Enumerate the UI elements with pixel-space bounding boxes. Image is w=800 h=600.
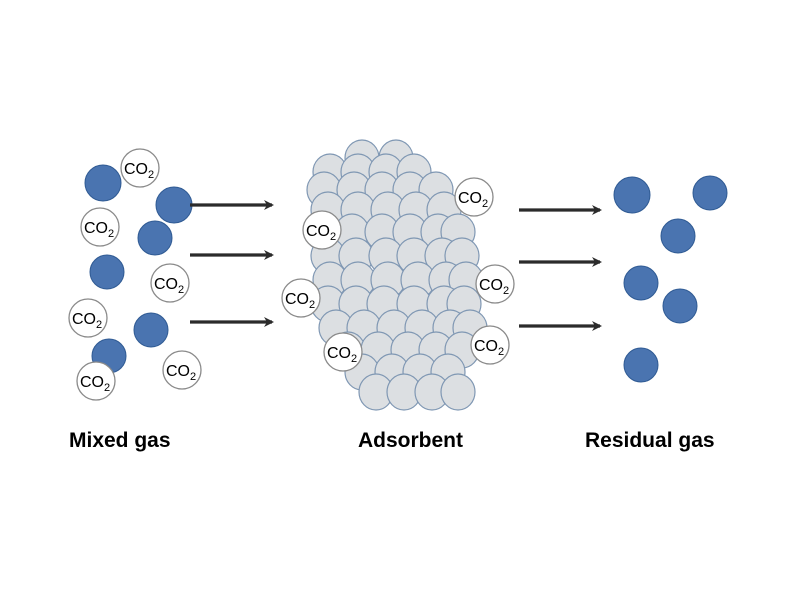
gas-molecule <box>660 218 696 254</box>
co2-subscript: 2 <box>503 285 509 297</box>
co2-text: CO <box>285 291 309 308</box>
co2-molecule: CO2 <box>454 177 494 217</box>
co2-molecule: CO2 <box>470 325 510 365</box>
gas-molecule <box>84 164 122 202</box>
co2-circle <box>323 332 363 372</box>
co2-label: CO2 <box>72 311 102 331</box>
co2-molecule: CO2 <box>76 361 116 401</box>
co2-text: CO <box>124 161 148 178</box>
co2-circle <box>281 278 321 318</box>
co2-circle <box>76 361 116 401</box>
co2-text: CO <box>479 277 503 294</box>
co2-subscript: 2 <box>190 371 196 383</box>
co2-molecule: CO2 <box>323 332 363 372</box>
co2-molecule: CO2 <box>162 350 202 390</box>
adsorbent-label: Adsorbent <box>358 429 463 452</box>
co2-label: CO2 <box>479 277 509 297</box>
co2-text: CO <box>80 374 104 391</box>
co2-label: CO2 <box>285 291 315 311</box>
co2-circle <box>150 263 190 303</box>
co2-subscript: 2 <box>96 319 102 331</box>
gas-molecule <box>133 312 169 348</box>
co2-label: CO2 <box>166 363 196 383</box>
co2-circle <box>454 177 494 217</box>
co2-text: CO <box>458 190 482 207</box>
co2-text: CO <box>474 338 498 355</box>
co2-molecule: CO2 <box>281 278 321 318</box>
co2-text: CO <box>72 311 96 328</box>
co2-subscript: 2 <box>482 198 488 210</box>
co2-molecule: CO2 <box>302 210 342 250</box>
co2-circle <box>80 207 120 247</box>
co2-circle <box>68 298 108 338</box>
gas-molecule <box>623 265 659 301</box>
co2-subscript: 2 <box>178 284 184 296</box>
mixed-gas-label: Mixed gas <box>69 429 171 452</box>
co2-molecule: CO2 <box>68 298 108 338</box>
co2-molecule: CO2 <box>120 148 160 188</box>
co2-label: CO2 <box>474 338 504 358</box>
gas-molecule <box>692 175 728 211</box>
co2-label: CO2 <box>306 223 336 243</box>
co2-label: CO2 <box>458 190 488 210</box>
co2-label: CO2 <box>124 161 154 181</box>
gas-molecule <box>155 186 193 224</box>
co2-text: CO <box>166 363 190 380</box>
co2-subscript: 2 <box>309 299 315 311</box>
co2-text: CO <box>84 220 108 237</box>
flow-arrows <box>190 200 602 331</box>
co2-circle <box>475 264 515 304</box>
co2-subscript: 2 <box>104 382 110 394</box>
co2-molecule: CO2 <box>80 207 120 247</box>
co2-subscript: 2 <box>148 169 154 181</box>
co2-molecule: CO2 <box>150 263 190 303</box>
residual-gas-label: Residual gas <box>585 429 715 452</box>
gas-molecule <box>662 288 698 324</box>
co2-molecule: CO2 <box>475 264 515 304</box>
co2-subscript: 2 <box>330 231 336 243</box>
co2-subscript: 2 <box>498 346 504 358</box>
co2-text: CO <box>306 223 330 240</box>
co2-circle <box>302 210 342 250</box>
co2-text: CO <box>154 276 178 293</box>
co2-text: CO <box>327 345 351 362</box>
co2-circle <box>120 148 160 188</box>
gas-molecule <box>137 220 173 256</box>
co2-label: CO2 <box>327 345 357 365</box>
gas-molecules <box>84 164 728 383</box>
co2-label: CO2 <box>84 220 114 240</box>
co2-label: CO2 <box>80 374 110 394</box>
adsorbent-cluster <box>304 139 488 411</box>
gas-molecule <box>89 254 125 290</box>
co2-circle <box>162 350 202 390</box>
co2-label: CO2 <box>154 276 184 296</box>
co2-subscript: 2 <box>351 353 357 365</box>
gas-molecule <box>623 347 659 383</box>
gas-molecule <box>613 176 651 214</box>
adsorbent-particle <box>440 373 476 411</box>
co2-subscript: 2 <box>108 228 114 240</box>
co2-circle <box>470 325 510 365</box>
